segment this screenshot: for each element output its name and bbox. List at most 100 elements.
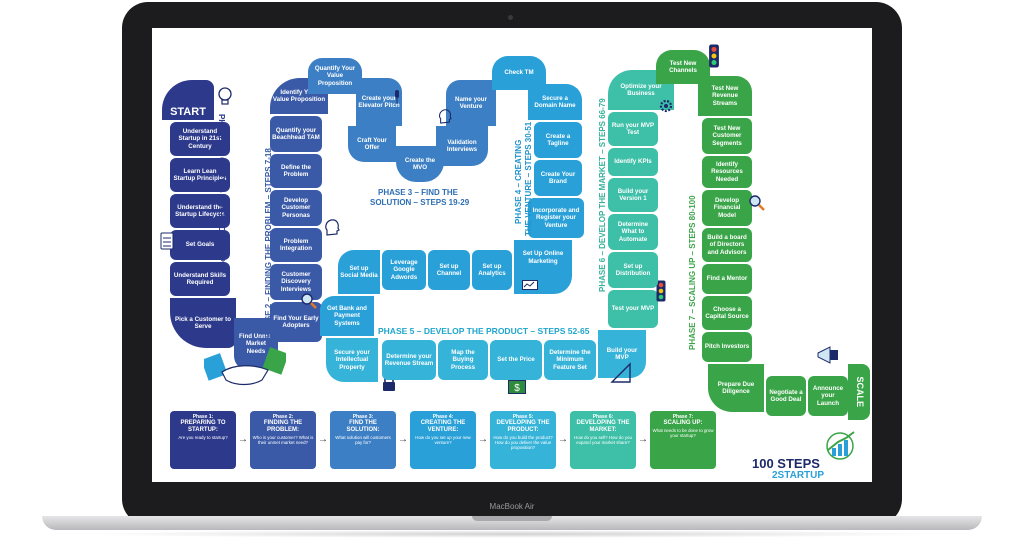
microphone-icon: [395, 90, 399, 104]
step-tile: Pitch Investors: [702, 332, 752, 362]
legend-phase-6: Phase 6:DEVELOPING THE MARKET:How do you…: [570, 411, 636, 469]
step-tile: Build your Version 1: [608, 178, 658, 212]
step-tile: Determine your Revenue Stream: [382, 340, 436, 380]
step-tile: Secure a Domain Name: [528, 84, 582, 120]
step-tile: Negotiate a Good Deal: [766, 376, 806, 416]
step-tile: Determine the Minimum Feature Set: [544, 340, 596, 380]
step-tile: Customer Discovery Interviews: [270, 264, 322, 300]
phase-1-label: PHASE 1 – GETTING STARTED – STEPS 1-6: [217, 114, 226, 281]
phase-7-label: PHASE 7 – SCALING UP – STEPS 80-100: [688, 195, 697, 350]
phase-3-label-line1: PHASE 3 – FIND THE: [378, 188, 459, 197]
step-tile: Test New Customer Segments: [702, 118, 752, 154]
step-tile: Create your Elevator Pitch: [356, 78, 402, 126]
phase-2-label: PHASE 2 – FINDING THE PROBLEM – STEPS 7-…: [264, 148, 273, 338]
step-tile: Define the Problem: [270, 154, 322, 188]
step-tile: Prepare Due Diligence: [708, 364, 764, 412]
step-tile: Develop Financial Model: [702, 190, 752, 226]
step-tile: Set up Analytics: [472, 250, 512, 290]
money-icon: $: [508, 380, 526, 394]
start-tile: START: [162, 80, 214, 120]
step-tile: Understand Startup in 21st Century: [170, 122, 230, 156]
step-tile: Problem Integration: [270, 228, 322, 262]
step-tile: Name your Venture: [446, 80, 496, 126]
step-tile: Learn Lean Startup Principles: [170, 158, 230, 192]
device-brand: MacBook Air: [489, 502, 535, 511]
arrow-icon: →: [398, 434, 408, 445]
step-tile: Set up Channel: [428, 250, 470, 290]
step-tile: Incorporate and Register your Venture: [528, 198, 584, 238]
step-tile: Build a board of Directors and Advisors: [702, 228, 752, 262]
step-tile: Get Bank and Payment Systems: [320, 296, 374, 336]
magnifier-icon: [749, 195, 765, 211]
phase-3-label-line2: SOLUTION – STEPS 19-29: [370, 198, 470, 207]
legend-phase-7: Phase 7:SCALING UP:What needs to be done…: [650, 411, 716, 469]
logo-line-1: 100 STEPS: [752, 456, 820, 471]
phase-4-label-line2: THE VENTURE – STEPS 30-51: [524, 121, 533, 236]
step-tile: Secure your Intellectual Property: [326, 338, 378, 382]
arrow-icon: →: [638, 434, 648, 445]
scale-tile: SCALE: [848, 364, 870, 420]
camera-icon: [508, 15, 513, 20]
step-tile: Set up Social Media: [338, 250, 380, 294]
step-tile: Find a Mentor: [702, 264, 752, 294]
legend-phase-1: Phase 1:PREPARING TO STARTUP:Are you rea…: [170, 411, 236, 469]
step-tile: Announce your Launch: [808, 376, 848, 416]
arrow-icon: →: [238, 434, 248, 445]
legend-phase-5: Phase 5:DEVELOPING THE PRODUCT:How do yo…: [490, 411, 556, 469]
arrow-icon: →: [478, 434, 488, 445]
phase-5-label: PHASE 5 – DEVELOP THE PRODUCT – STEPS 52…: [378, 326, 590, 336]
step-tile: Validation Interviews: [436, 126, 488, 166]
scale-label: SCALE: [854, 376, 865, 408]
gear-icon: [659, 99, 673, 113]
step-tile: Understand Skills Required: [170, 262, 230, 296]
traffic-light-icon: [656, 280, 666, 302]
arrow-icon: →: [558, 434, 568, 445]
start-label: START: [170, 105, 206, 118]
step-tile: Develop Customer Personas: [270, 190, 322, 226]
step-tile: Build your MVP: [598, 330, 646, 378]
step-tile: Quantify your Beachhead TAM: [270, 116, 322, 152]
svg-text:$: $: [514, 383, 520, 394]
step-tile: Test your MVP: [608, 290, 658, 328]
analytics-screen-icon: [522, 280, 538, 290]
phase-4-label-line1: PHASE 4 – CREATING: [514, 139, 523, 224]
step-tile: Determine What to Automate: [608, 214, 658, 250]
step-tile: Identify KPIs: [608, 148, 658, 176]
arrow-icon: →: [318, 434, 328, 445]
ruler-icon: [610, 362, 631, 383]
step-tile: Map the Buying Process: [438, 340, 488, 380]
checklist-icon: [160, 232, 174, 250]
step-tile: Understand the Startup Lifecycle: [170, 194, 230, 228]
step-tile: Create Your Brand: [534, 160, 582, 196]
handshake-icon: [204, 347, 286, 386]
lightbulb-icon: [218, 87, 232, 105]
step-tile: Craft Your Offer: [348, 126, 396, 162]
step-tile: Test New Revenue Streams: [698, 76, 752, 116]
head-icon: [439, 109, 452, 124]
step-tile: Set Goals: [170, 230, 230, 260]
phase-6-label: PHASE 6 – DEVELOP THE MARKET – STEPS 66-…: [598, 98, 607, 292]
laptop-shadow: [80, 530, 944, 538]
legend-phase-4: Phase 4:CREATING THE VENTURE:How do you …: [410, 411, 476, 469]
step-tile: Run your MVP Test: [608, 112, 658, 146]
laptop-notch: [472, 516, 552, 521]
step-tile: Quantify Your Value Proposition: [308, 58, 362, 94]
step-tile: Identify Resources Needed: [702, 156, 752, 188]
step-tile: Choose a Capital Source: [702, 296, 752, 330]
step-tile: Set up Distribution: [608, 252, 658, 288]
growth-chart-icon: [826, 431, 855, 460]
legend-phase-3: Phase 3:FIND THE SOLUTION:What solution …: [330, 411, 396, 469]
step-tile: Pick a Customer to Serve: [170, 298, 236, 348]
traffic-light-icon: [709, 44, 719, 68]
step-tile: Create a Tagline: [534, 122, 582, 158]
legend-phase-2: Phase 2:FINDING THE PROBLEM:Who is your …: [250, 411, 316, 469]
megaphone-icon: [817, 346, 838, 364]
step-tile: Leverage Google Adwords: [382, 250, 426, 290]
magnifier-icon: [301, 293, 317, 309]
board-screen: START Understand Startup in 21st Century…: [152, 28, 872, 482]
step-tile: Set the Price: [490, 340, 542, 380]
logo-line-2: 2STARTUP: [772, 470, 825, 481]
step-tile: Find Your Early Adopters: [270, 302, 322, 342]
head-icon: [325, 219, 340, 236]
laptop-base: [42, 516, 982, 530]
